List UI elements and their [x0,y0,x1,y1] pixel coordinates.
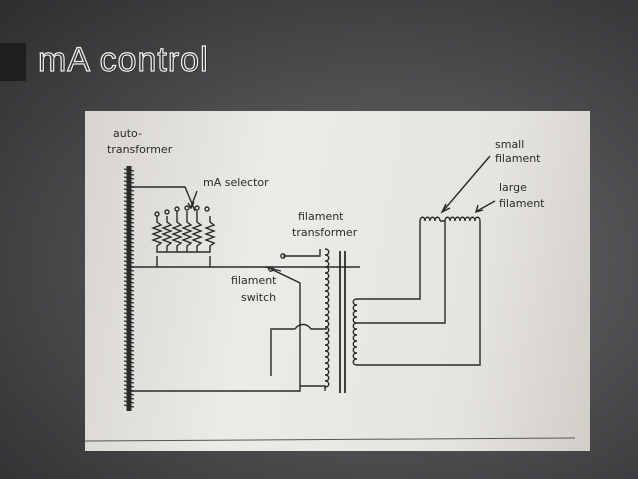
page-edge-line [85,437,576,442]
filament-switch-label-1: filament [231,274,277,287]
autotransformer-label-1: auto- [113,127,142,140]
small-filament-label-1: small [495,138,524,151]
ma-selector-wiring [129,186,360,268]
filament-transformer-label-2: transformer [292,226,358,239]
autotransformer-label-2: transformer [107,143,173,156]
filament-transformer-primary [270,248,330,391]
filament-coils [419,155,496,222]
filament-transformer-secondary [352,221,481,366]
large-filament-label-1: large [499,181,527,194]
filament-switch-label-2: switch [241,291,276,304]
small-filament-label-2: filament [495,152,541,165]
slide-title: mA control [37,40,209,79]
ma-selector-label: mA selector [203,176,269,189]
autotransformer-coil [123,166,135,411]
transformer-core [339,251,346,393]
circuit-diagram-photo: auto- transformer mA selector filament t… [85,111,590,451]
filament-transformer-label-1: filament [298,210,344,223]
filament-switch [129,249,321,392]
large-filament-label-2: filament [499,197,545,210]
title-accent-bar [0,43,26,81]
circuit-diagram: auto- transformer mA selector filament t… [85,127,576,442]
